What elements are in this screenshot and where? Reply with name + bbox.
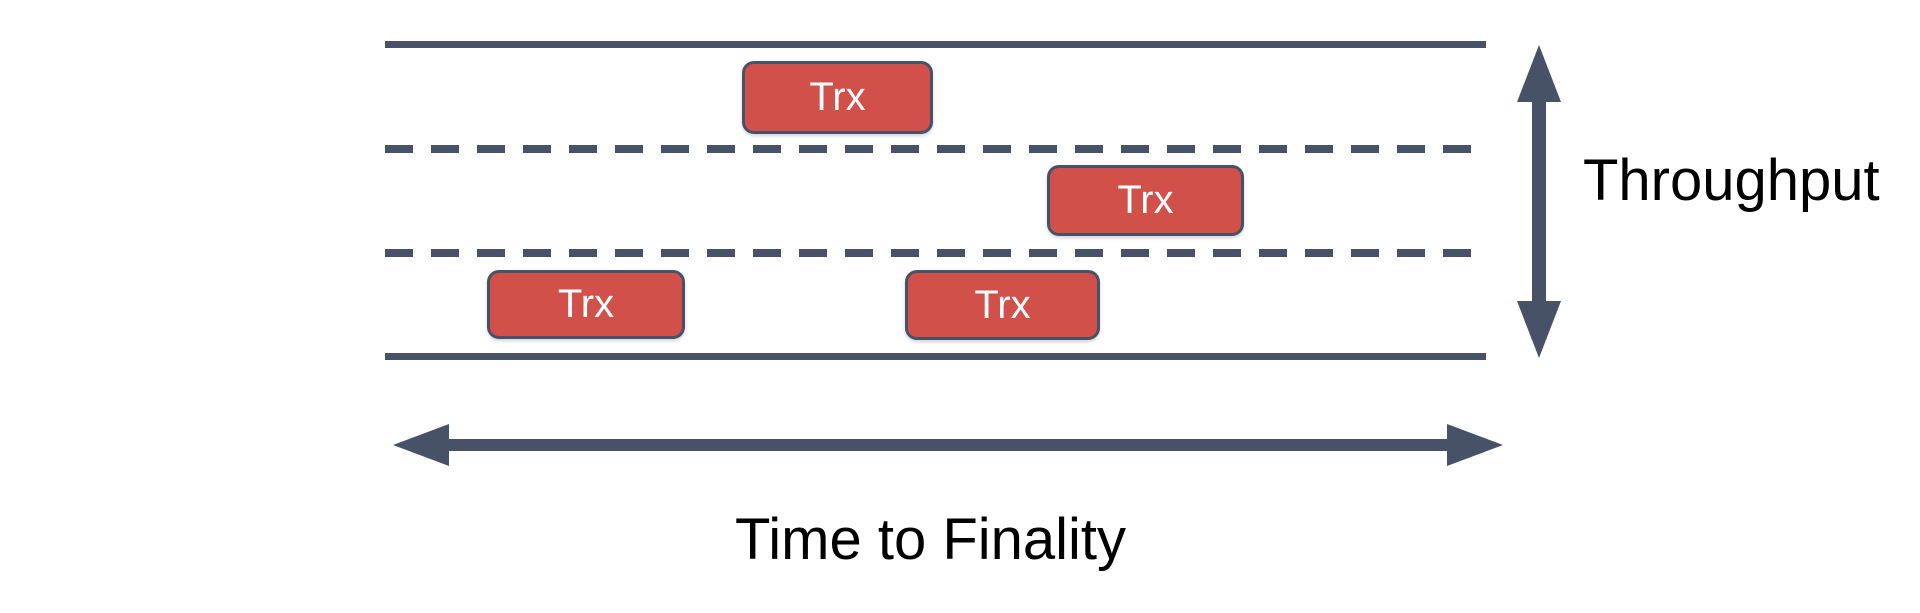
arrowhead-right-icon [1447,424,1503,466]
arrowhead-up-icon [1517,45,1561,102]
transaction-box-label: Trx [974,282,1031,327]
transaction-box-label: Trx [557,282,615,326]
time-to-finality-label: Time to Finality [735,507,1127,572]
transaction-box-3: Trx [487,270,685,339]
lane-border-bottom-line [385,353,1486,360]
lane-border-top-line [385,41,1486,48]
vertical-arrow-shaft [1532,93,1546,310]
time-to-finality-axis-arrow [393,424,1503,466]
transaction-box-label: Trx [1117,178,1174,222]
transaction-box-4: Trx [905,270,1100,340]
transaction-box-2: Trx [1047,165,1244,236]
horizontal-arrow-shaft [441,439,1455,451]
lane-divider-dashed-2 [385,249,1486,257]
arrowhead-down-icon [1517,301,1561,358]
lane-divider-dashed-1 [385,145,1486,153]
transaction-box-label: Trx [809,75,866,119]
transaction-box-1: Trx [742,61,933,134]
throughput-axis-arrow [1517,45,1561,358]
throughput-label: Throughput [1583,148,1880,213]
arrowhead-left-icon [393,424,449,466]
